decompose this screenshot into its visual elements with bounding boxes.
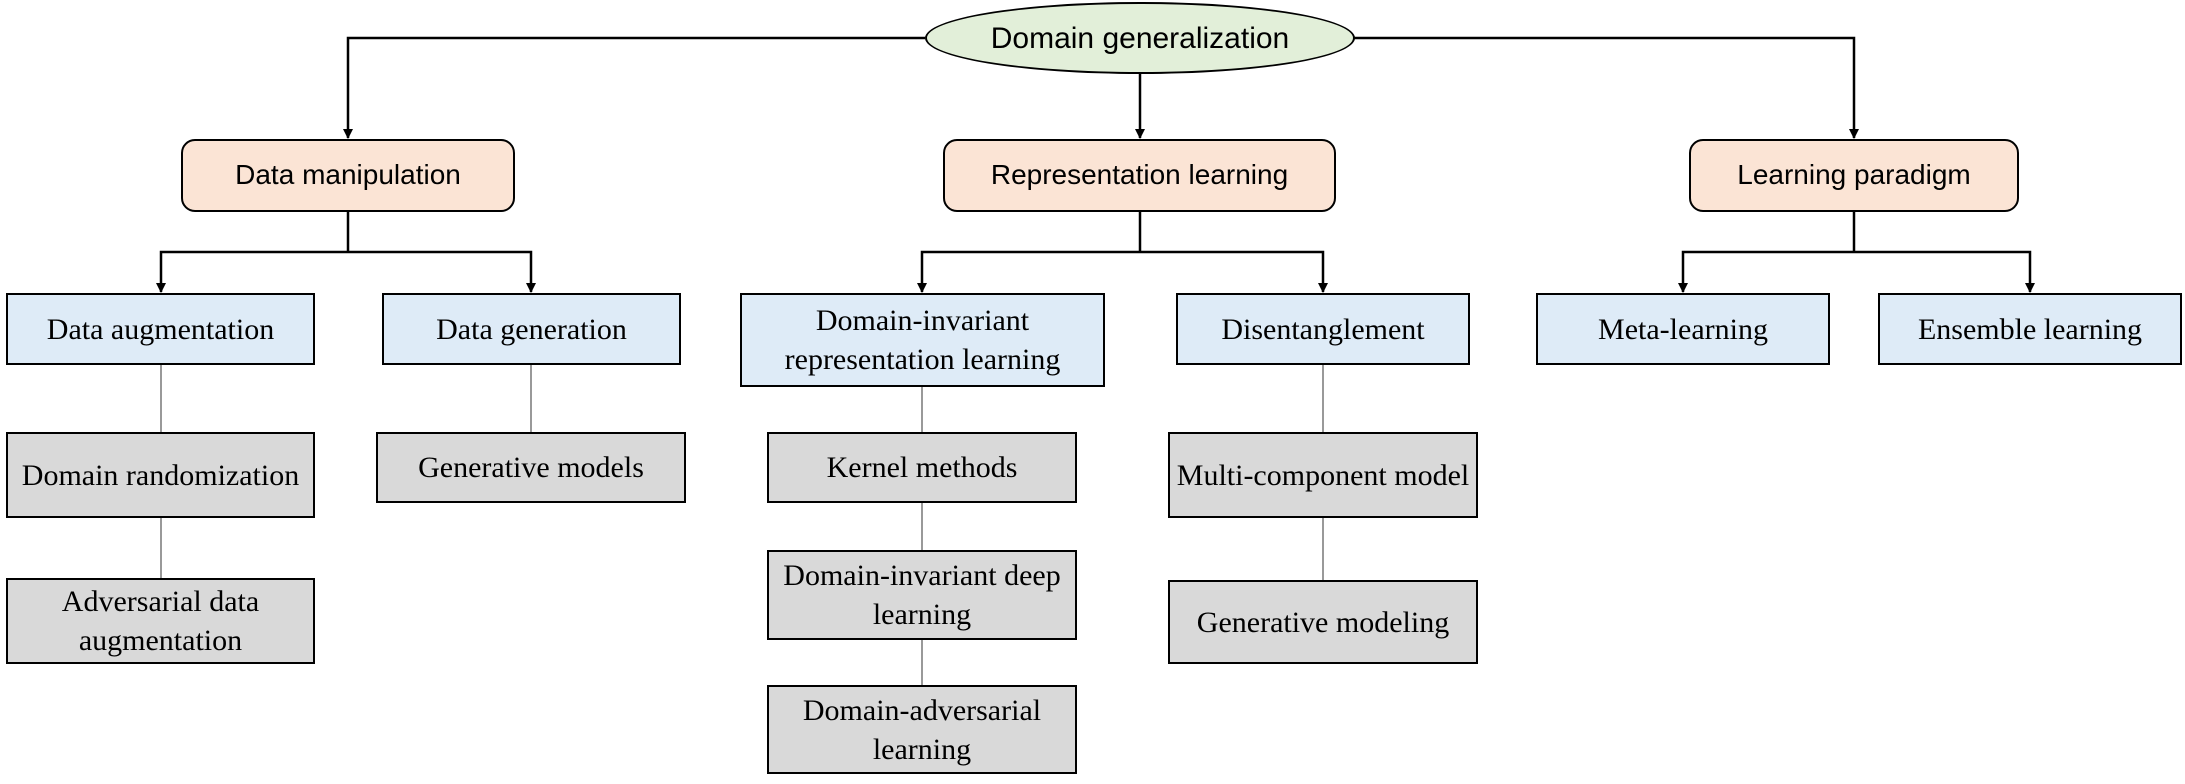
category-label: Data manipulation xyxy=(235,159,461,191)
method-domain-invariant-representation-learning: Domain-invariant representation learning xyxy=(740,293,1105,387)
arrow-to-disentanglement xyxy=(1140,250,1328,293)
arrow-to-meta-learning xyxy=(1678,250,1854,293)
leaf-domain-adversarial-learning: Domain-adversarial learning xyxy=(767,685,1077,774)
method-label: Data augmentation xyxy=(46,312,275,346)
leaf-label: Domain randomization xyxy=(21,458,300,492)
arrow-to-ensemble-learning xyxy=(1854,250,2035,293)
leaf-label: Domain-adversarial learning xyxy=(802,693,1042,766)
method-label: Domain-invariant representation learning xyxy=(784,304,1061,376)
method-data-generation: Data generation xyxy=(382,293,681,365)
arrow-to-data-generation xyxy=(348,250,536,293)
leaf-domain-invariant-deep-learning: Domain-invariant deep learning xyxy=(767,550,1077,640)
method-data-augmentation: Data augmentation xyxy=(6,293,315,365)
method-label: Disentanglement xyxy=(1221,312,1425,346)
leaf-adversarial-data-augmentation: Adversarial data augmentation xyxy=(6,578,315,664)
category-label: Learning paradigm xyxy=(1737,159,1971,191)
arrow-root-to-data-manipulation xyxy=(343,36,925,139)
method-label: Ensemble learning xyxy=(1917,312,2143,346)
method-ensemble-learning: Ensemble learning xyxy=(1878,293,2182,365)
root-label: Domain generalization xyxy=(990,21,1290,55)
category-data-manipulation: Data manipulation xyxy=(181,139,515,212)
leaf-label: Domain-invariant deep learning xyxy=(783,559,1061,631)
category-label: Representation learning xyxy=(990,159,1289,191)
arrow-to-domain-invariant-representation-learning xyxy=(917,250,1140,293)
leaf-label: Kernel methods xyxy=(826,451,1018,484)
leaf-label: Generative models xyxy=(418,451,644,484)
leaf-generative-models: Generative models xyxy=(376,432,686,503)
leaf-multi-component-model: Multi-component model xyxy=(1168,432,1478,518)
leaf-label: Generative modeling xyxy=(1196,605,1450,639)
root-node: Domain generalization xyxy=(925,2,1355,74)
method-label: Meta-learning xyxy=(1598,312,1768,346)
method-disentanglement: Disentanglement xyxy=(1176,293,1470,365)
leaf-generative-modeling: Generative modeling xyxy=(1168,580,1478,664)
arrow-root-to-learning-paradigm xyxy=(1354,36,1859,139)
method-label: Data generation xyxy=(436,312,627,346)
leaf-domain-randomization: Domain randomization xyxy=(6,432,315,518)
leaf-label: Multi-component model xyxy=(1176,458,1470,492)
leaf-kernel-methods: Kernel methods xyxy=(767,432,1077,503)
method-meta-learning: Meta-learning xyxy=(1536,293,1830,365)
arrow-to-data-augmentation xyxy=(156,250,348,293)
category-representation-learning: Representation learning xyxy=(943,139,1336,212)
leaf-label: Adversarial data augmentation xyxy=(61,585,260,657)
category-learning-paradigm: Learning paradigm xyxy=(1689,139,2019,212)
